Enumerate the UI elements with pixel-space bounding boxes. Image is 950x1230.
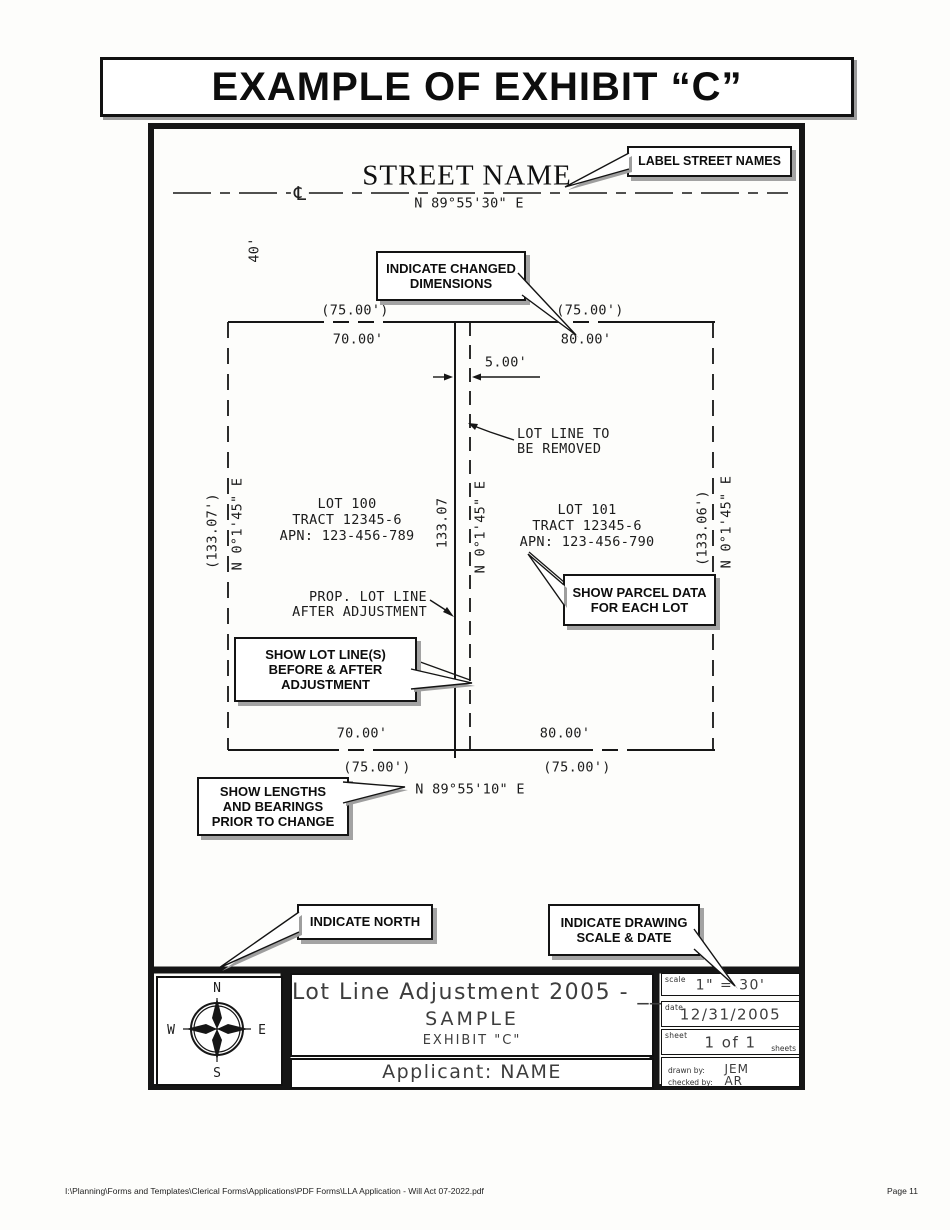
sheet-field-label: sheet [665, 1031, 688, 1040]
sheet-value: 1 of 1 [704, 1033, 757, 1052]
lotlines-callout-leader [411, 658, 471, 681]
drawn-by-label: drawn by: [668, 1066, 705, 1075]
callout-scale-date: INDICATE DRAWING SCALE & DATE [548, 904, 700, 956]
lot-101-apn: APN: 123-456-790 [519, 534, 655, 550]
callout-indicate-north: INDICATE NORTH [297, 904, 433, 940]
bearing-bottom: N 89°55'10" E [415, 781, 525, 798]
sheet-cell: sheet 1 of 1 sheets [661, 1029, 800, 1055]
dim-new-bottom-right: 80.00' [539, 725, 591, 742]
north-arrow-compass: N S W E [167, 981, 266, 1080]
dim-new-top-right: 80.00' [560, 331, 612, 348]
project-title: Lot Line Adjustment 2005 - __ [292, 980, 663, 1005]
bearing-west: N 0°1'45" E [229, 475, 246, 573]
sheets-suffix-label: sheets [771, 1044, 796, 1053]
dim-gap: 5.00' [484, 354, 528, 371]
lot-101-name: LOT 101 [557, 502, 617, 518]
lot-101-data: LOT 101 TRACT 12345-6 APN: 123-456-790 [520, 502, 655, 550]
bearing-east: N 0°1'45" E [718, 473, 735, 571]
compass-w-label: W [167, 1023, 175, 1038]
dim-mid-length: 133.07 [434, 495, 451, 551]
dim-record-west: (133.07') [204, 491, 221, 571]
lot-100-apn: APN: 123-456-789 [279, 528, 415, 544]
checked-by-row: checked by: AR [668, 1072, 743, 1090]
callout-lot-lines: SHOW LOT LINE(S) BEFORE & AFTER ADJUSTME… [234, 637, 417, 702]
date-cell: date 12/31/2005 [661, 1001, 800, 1027]
street-name-label: STREET NAME [362, 159, 572, 192]
dim-record-top-left: (75.00') [321, 302, 389, 319]
lot-101-tract: TRACT 12345-6 [532, 518, 642, 534]
scale-field-label: scale [665, 975, 686, 984]
dim-record-bottom-right: (75.00') [543, 759, 611, 776]
date-field-label: date [665, 1003, 684, 1012]
callout-changed-dimensions: INDICATE CHANGED DIMENSIONS [376, 251, 526, 301]
compass-star [186, 998, 248, 1060]
removed-leader [473, 425, 515, 441]
street-halfwidth-label: 40' [246, 235, 263, 265]
lot-100-name: LOT 100 [317, 496, 377, 512]
footer-file-path: I:\Planning\Forms and Templates\Clerical… [65, 1186, 484, 1196]
exhibit-label: EXHIBIT "C" [422, 1033, 522, 1048]
page-title: EXAMPLE OF EXHIBIT “C” [211, 64, 743, 109]
callout-label-street-names: LABEL STREET NAMES [627, 146, 792, 177]
dim-record-top-right: (75.00') [556, 302, 624, 319]
page-title-box: EXAMPLE OF EXHIBIT “C” [100, 57, 854, 117]
dimension-arrowheads [443, 373, 481, 617]
date-value: 12/31/2005 [679, 1005, 782, 1024]
drawn-checked-cell: drawn by: JEM checked by: AR [661, 1057, 800, 1090]
checked-by-label: checked by: [668, 1078, 713, 1087]
dim-record-east: (133.06') [694, 488, 711, 568]
applicant-cell: Applicant: NAME [290, 1058, 654, 1089]
compass-s-label: S [213, 1066, 221, 1080]
sample-label: SAMPLE [425, 1008, 519, 1030]
scale-value: 1" = 30' [695, 977, 766, 994]
dim-new-bottom-left: 70.00' [336, 725, 388, 742]
callout-lengths-bearings: SHOW LENGTHS AND BEARINGS PRIOR TO CHANG… [197, 777, 349, 836]
lot-100-tract: TRACT 12345-6 [292, 512, 402, 528]
compass-n-label: N [213, 981, 221, 996]
compass-e-label: E [258, 1023, 266, 1038]
drawn-by-row: drawn by: JEM [668, 1060, 749, 1078]
dim-new-top-left: 70.00' [332, 331, 384, 348]
applicant-label: Applicant: NAME [382, 1061, 562, 1083]
callout-parcel-data: SHOW PARCEL DATA FOR EACH LOT [563, 574, 716, 626]
scale-cell: scale 1" = 30' [661, 973, 800, 996]
centerline-symbol: ℄ [290, 183, 310, 205]
exhibit-drawing: STREET NAME ℄ N 89°55'30" E 40' (75.00')… [148, 123, 805, 1090]
footer-page-number: Page 11 [886, 1186, 918, 1196]
street-bearing-label: N 89°55'30" E [414, 195, 524, 212]
compass-cell: N S W E [156, 976, 283, 1086]
page-footer: I:\Planning\Forms and Templates\Clerical… [65, 1186, 918, 1196]
checked-by-value: AR [724, 1074, 743, 1088]
titleblock-title-cell: Lot Line Adjustment 2005 - __ SAMPLE EXH… [290, 973, 663, 1057]
drawn-by-value: JEM [724, 1062, 749, 1076]
dim-record-bottom-left: (75.00') [343, 759, 411, 776]
bearing-mid: N 0°1'45" E [472, 478, 489, 576]
proposed-annotation: PROP. LOT LINE AFTER ADJUSTMENT [292, 589, 427, 620]
lot-100-data: LOT 100 TRACT 12345-6 APN: 123-456-789 [280, 496, 415, 544]
parcel-callout-leader [528, 551, 565, 583]
removed-annotation: LOT LINE TO BE REMOVED [517, 426, 610, 457]
